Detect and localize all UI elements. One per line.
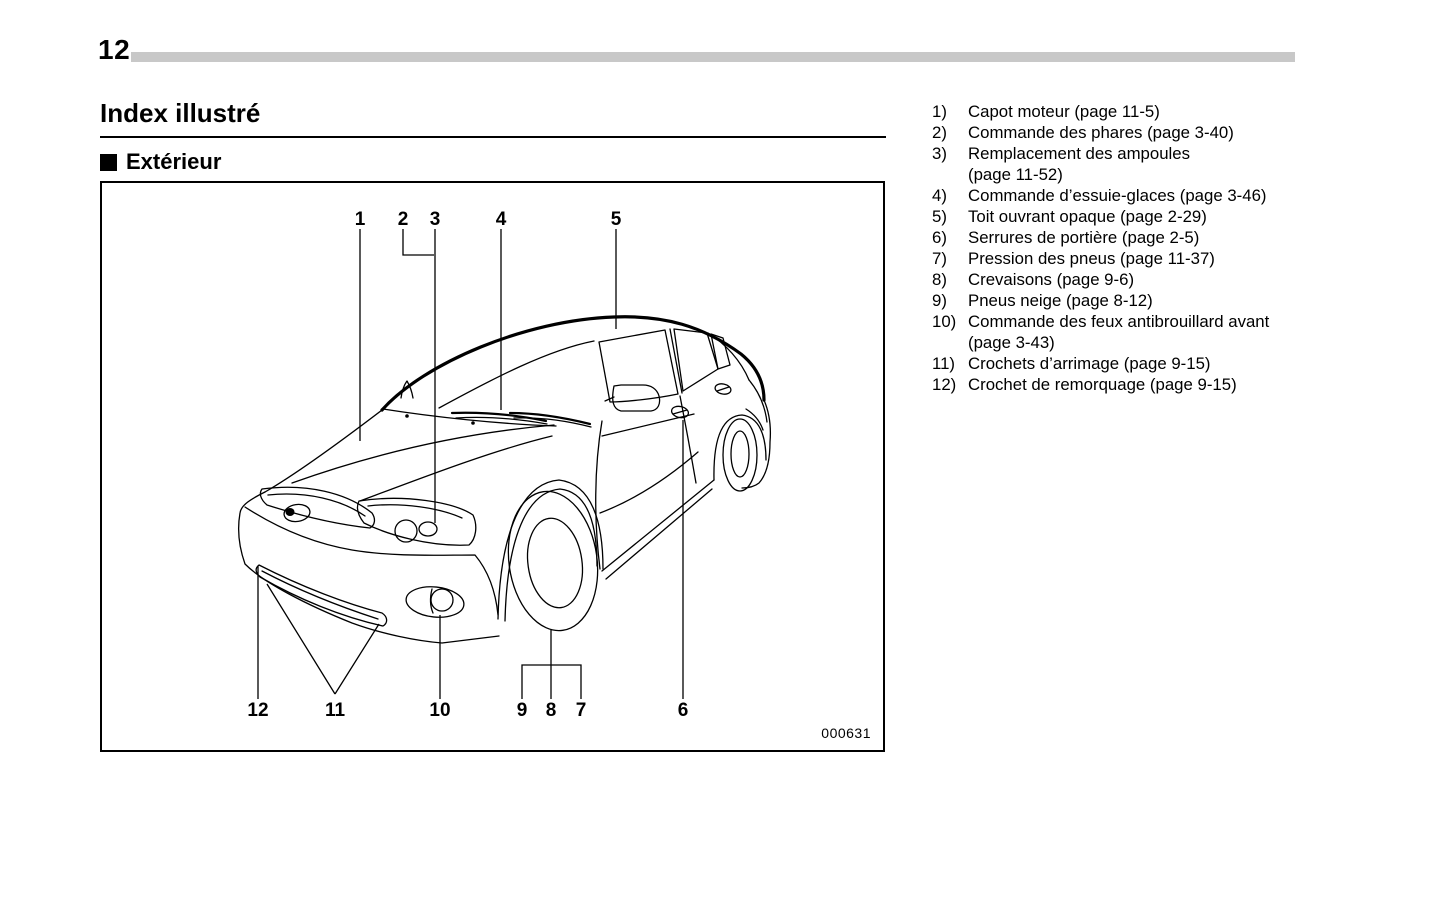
section-square-icon [100,153,117,171]
item-text: Crevaisons (page 9-6) [968,270,1135,289]
item-number: 3) [932,144,947,163]
item-text: Remplacement des ampoules(page 11-52) [968,144,1190,184]
item-text: Crochet de remorquage (page 9-15) [968,375,1237,394]
item-text: Commande des feux antibrouillard avant(p… [968,312,1270,352]
callout-number-1: 1 [355,209,366,230]
callout-number-4: 4 [496,209,507,230]
item-number: 1) [932,102,947,121]
section-label: Extérieur [126,149,222,174]
list-item: 11) Crochets d’arrimage (page 9-15) [932,353,1322,374]
item-text: Toit ouvrant opaque (page 2-29) [968,207,1207,226]
item-number: 2) [932,123,947,142]
page-title: Index illustré [100,98,886,138]
figure-code: 000631 [821,725,871,741]
list-item: 9) Pneus neige (page 8-12) [932,290,1322,311]
item-text: Commande des phares (page 3-40) [968,123,1234,142]
item-number: 11) [932,354,956,373]
item-text: Commande d’essuie-glaces (page 3-46) [968,186,1267,205]
callout-number-12: 12 [247,700,268,721]
callout-number-6: 6 [678,700,689,721]
list-item: 1) Capot moteur (page 11-5) [932,101,1322,122]
callout-number-9: 9 [517,700,528,721]
item-number: 7) [932,249,947,268]
header-bar [131,52,1295,62]
callout-leader-lines [257,229,684,699]
callout-number-8: 8 [546,700,557,721]
item-number: 9) [932,291,947,310]
parts-list: 1) Capot moteur (page 11-5) 2) Commande des… [932,101,1322,395]
callout-number-5: 5 [611,209,622,230]
leader-line-2 [402,229,434,256]
car-line-art [238,315,771,644]
item-text: Capot moteur (page 11-5) [968,102,1160,121]
list-item: 3) Remplacement des ampoules(page 11-52) [932,143,1322,185]
list-item: 4) Commande d’essuie-glaces (page 3-46) [932,185,1322,206]
list-item: 10) Commande des feux antibrouillard avan… [932,311,1322,353]
list-item: 12) Crochet de remorquage (page 9-15) [932,374,1322,395]
item-number: 5) [932,207,947,226]
item-text: Crochets d’arrimage (page 9-15) [968,354,1211,373]
callout-number-7: 7 [576,700,587,721]
item-number: 8) [932,270,947,289]
list-item: 8) Crevaisons (page 9-6) [932,269,1322,290]
item-text: Pneus neige (page 8-12) [968,291,1153,310]
list-item: 7) Pression des pneus (page 11-37) [932,248,1322,269]
callout-number-2: 2 [398,209,409,230]
leader-line-11 [266,583,380,695]
list-item: 2) Commande des phares (page 3-40) [932,122,1322,143]
list-item: 5) Toit ouvrant opaque (page 2-29) [932,206,1322,227]
item-text: Serrures de portière (page 2-5) [968,228,1200,247]
item-text: Pression des pneus (page 11-37) [968,249,1215,268]
callout-number-11: 11 [325,700,346,721]
section-heading: Extérieur [100,149,221,175]
page-number: 12 [98,34,131,65]
callout-number-10: 10 [429,700,450,721]
list-item: 6) Serrures de portière (page 2-5) [932,227,1322,248]
item-number: 4) [932,186,947,205]
item-number: 12) [932,375,957,394]
item-number: 10) [932,312,957,331]
callout-number-3: 3 [430,209,441,230]
item-number: 6) [932,228,947,247]
